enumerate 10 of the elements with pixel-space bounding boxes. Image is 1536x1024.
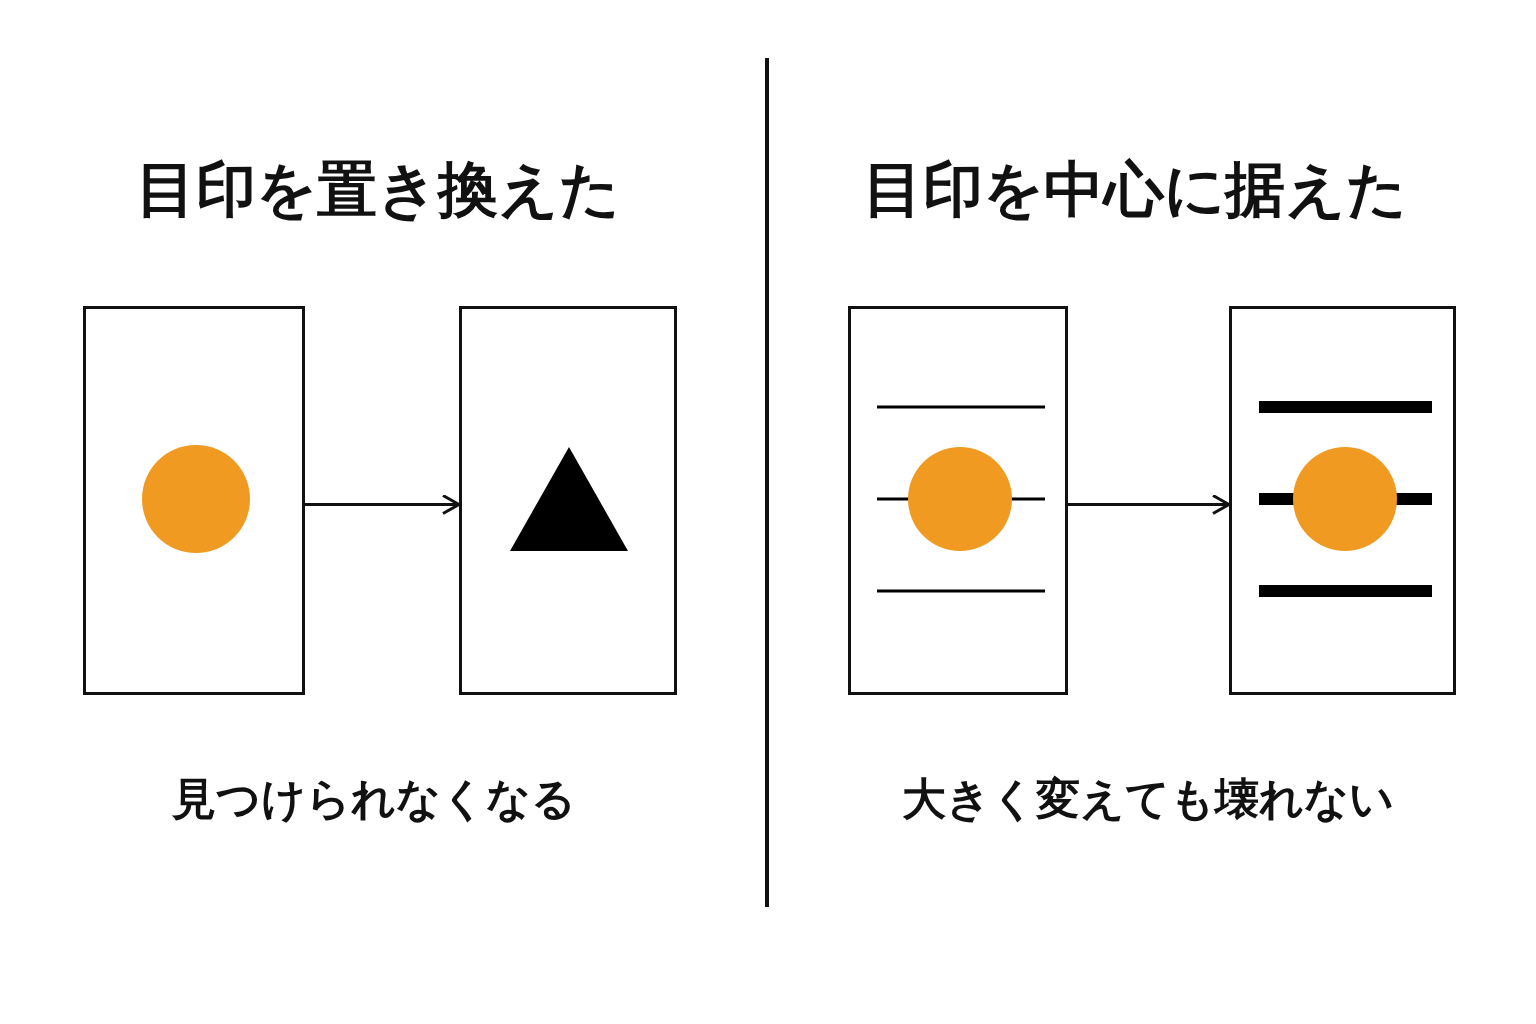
panel-caption: 大きく変えても壊れない bbox=[902, 772, 1394, 826]
card-frame bbox=[1229, 306, 1456, 695]
panel-caption: 見つけられなくなる bbox=[172, 772, 576, 826]
panel-heading: 目印を置き換えた bbox=[136, 153, 620, 226]
card-frame bbox=[848, 306, 1068, 695]
card-frame bbox=[459, 306, 677, 695]
card-frame bbox=[83, 306, 305, 695]
arrow bbox=[1068, 494, 1231, 515]
panel-heading: 目印を中心に据えた bbox=[863, 153, 1407, 226]
arrow bbox=[305, 494, 461, 515]
